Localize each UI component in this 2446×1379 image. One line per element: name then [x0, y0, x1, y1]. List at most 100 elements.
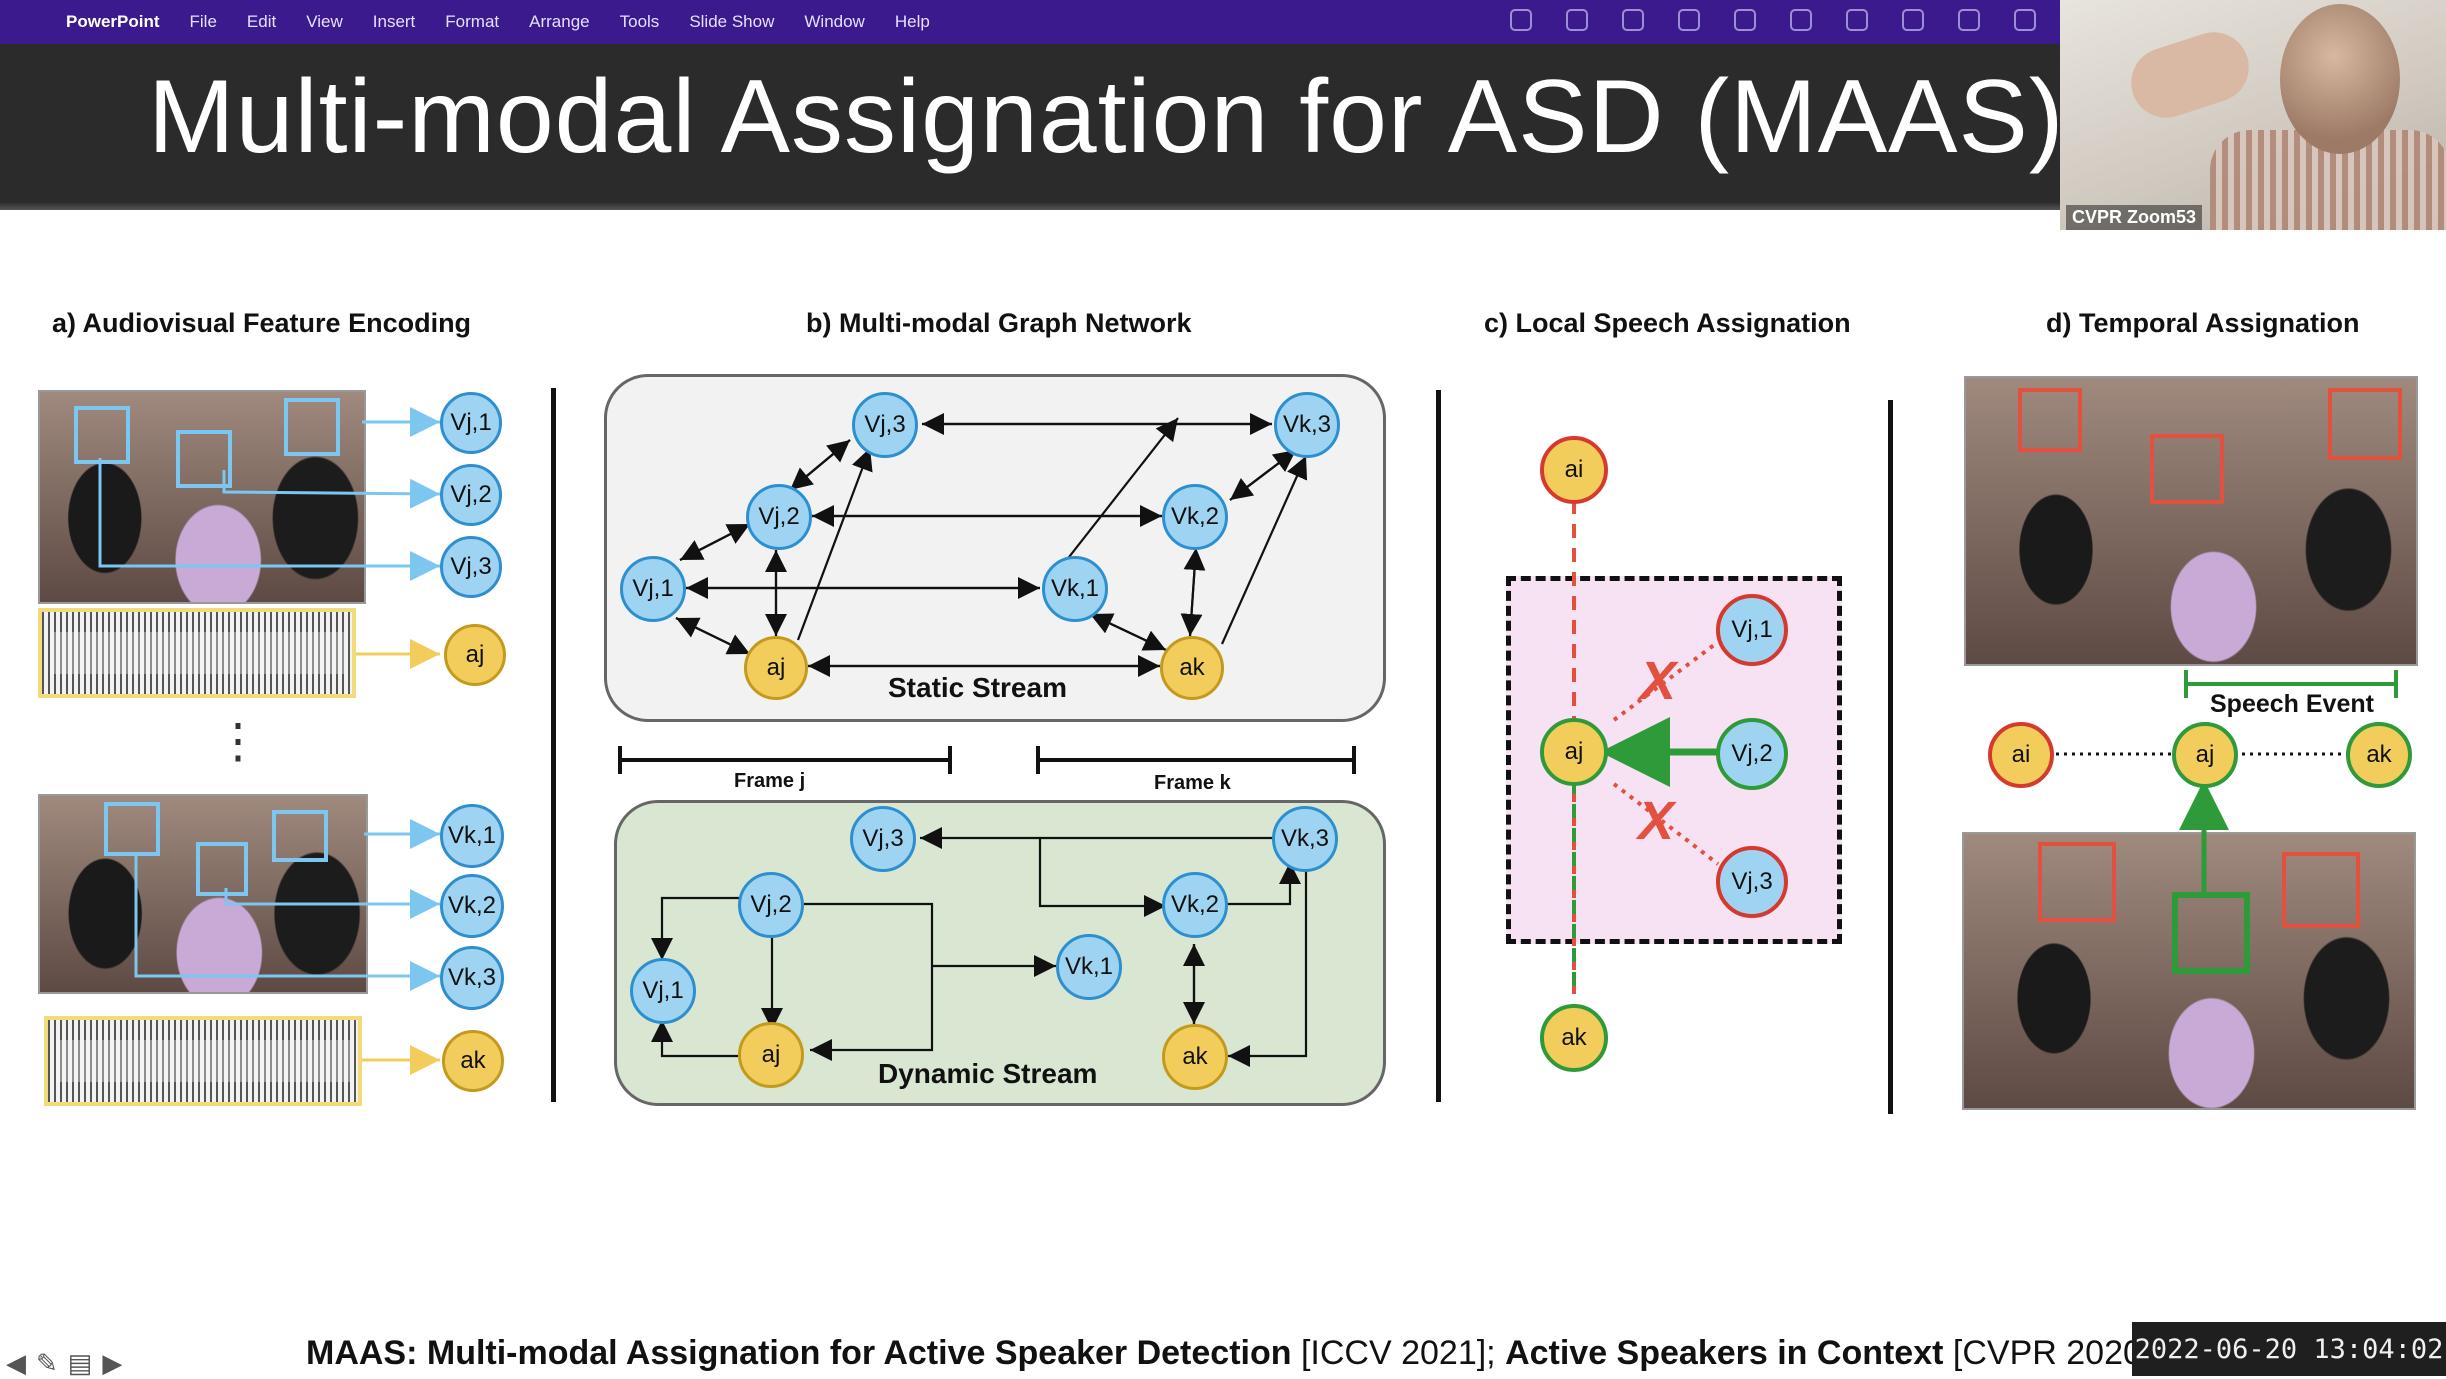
bluetooth-icon[interactable] [1958, 9, 1980, 31]
divider-ab [551, 388, 556, 1102]
participant-video[interactable]: CVPR Zoom53 [2060, 0, 2446, 230]
face-box-k1 [104, 802, 160, 856]
node-ak-dynamic: ak [1162, 1024, 1228, 1090]
ellipsis: ⋮ [214, 715, 262, 768]
node-vk1-encoding: Vk,1 [440, 804, 504, 868]
temporal-frame-bottom [1962, 832, 2416, 1110]
node-ak-encoding: ak [442, 1030, 504, 1092]
citation-venue-2: [CVPR 2020] [1943, 1334, 2152, 1372]
face-box-bottom-1 [2038, 842, 2116, 922]
slide-title: Multi-modal Assignation for ASD (MAAS) [148, 59, 2060, 175]
node-vk3-static: Vk,3 [1274, 392, 1340, 458]
battery-icon[interactable] [2014, 9, 2036, 31]
menu-insert[interactable]: Insert [372, 12, 416, 31]
node-vj1-encoding: Vj,1 [440, 392, 502, 454]
section-d-heading: d) Temporal Assignation [2046, 308, 2360, 338]
face-box-j1 [74, 406, 130, 464]
node-aj-local: aj [1540, 718, 1608, 786]
node-vj2-static: Vj,2 [746, 484, 812, 550]
weather-icon[interactable] [1566, 9, 1588, 31]
menu-tools[interactable]: Tools [619, 12, 660, 31]
speaker-head [2280, 4, 2400, 154]
divider-cd [1888, 400, 1893, 1114]
reject-mark-vj1: X [1640, 651, 1677, 711]
chat-icon[interactable] [1846, 9, 1868, 31]
node-ai-temporal: ai [1988, 722, 2054, 788]
temporal-frame-top [1964, 376, 2418, 666]
audio-waveform-j [38, 608, 356, 698]
node-aj-temporal: aj [2172, 722, 2238, 788]
audio-waveform-k [44, 1016, 362, 1106]
pen-icon[interactable]: ✎ [36, 1348, 58, 1378]
section-c-heading: c) Local Speech Assignation [1484, 308, 1851, 338]
node-ai-local: ai [1540, 436, 1608, 504]
node-vj3-local: Vj,3 [1716, 846, 1788, 918]
window-icon[interactable] [1678, 9, 1700, 31]
slides-menu-icon[interactable]: ▤ [67, 1348, 93, 1378]
node-vk3-dynamic: Vk,3 [1272, 806, 1338, 872]
node-vj1-dynamic: Vj,1 [630, 958, 696, 1024]
menu-arrange[interactable]: Arrange [529, 12, 590, 31]
frame-k-label: Frame k [1154, 772, 1231, 794]
section-a-heading: a) Audiovisual Feature Encoding [52, 308, 472, 338]
menu-slide-show[interactable]: Slide Show [689, 12, 775, 31]
citation-title-2: Active Speakers in Context [1505, 1334, 1944, 1372]
menu-file[interactable]: File [189, 12, 217, 31]
face-box-bottom-speaker [2172, 892, 2250, 974]
wechat-icon[interactable] [1734, 9, 1756, 31]
static-stream-label: Static Stream [888, 672, 1067, 703]
face-box-bottom-3 [2282, 852, 2360, 928]
node-ak-temporal: ak [2346, 722, 2412, 788]
node-vj1-static: Vj,1 [620, 556, 686, 622]
face-box-top-2 [2150, 434, 2224, 504]
reject-mark-vj3: X [1638, 791, 1675, 851]
citation-title-1: MAAS: Multi-modal Assignation for Active… [306, 1334, 1292, 1372]
face-box-k2 [196, 842, 248, 896]
node-vk2-static: Vk,2 [1162, 484, 1228, 550]
menu-window[interactable]: Window [804, 12, 865, 31]
divider-bc [1436, 390, 1441, 1102]
screenshot-icon[interactable] [1622, 9, 1644, 31]
node-vj2-local: Vj,2 [1716, 718, 1788, 790]
node-aj-encoding: aj [444, 624, 506, 686]
next-slide-icon[interactable]: ▶ [102, 1348, 123, 1378]
shield-icon[interactable] [1790, 9, 1812, 31]
face-box-top-3 [2328, 388, 2402, 460]
video-frame-k [38, 794, 368, 994]
node-vk1-dynamic: Vk,1 [1056, 934, 1122, 1000]
node-vj2-encoding: Vj,2 [440, 464, 502, 526]
face-box-j3 [284, 398, 340, 456]
menu-app-name[interactable]: PowerPoint [66, 12, 160, 31]
slide-nav-tools: ◀ ✎ ▤ ▶ [6, 1348, 122, 1379]
menu-edit[interactable]: Edit [246, 12, 277, 31]
node-ak-static: ak [1160, 636, 1224, 700]
creative-cloud-icon[interactable] [1510, 9, 1532, 31]
face-box-k3 [272, 810, 328, 862]
face-box-j2 [176, 430, 232, 488]
node-vj2-dynamic: Vj,2 [738, 872, 804, 938]
node-vj3-static: Vj,3 [852, 392, 918, 458]
citation-venue-1: [ICCV 2021]; [1291, 1334, 1506, 1372]
previous-slide-icon[interactable]: ◀ [6, 1348, 26, 1378]
node-vj3-dynamic: Vj,3 [850, 806, 916, 872]
participant-name: CVPR Zoom53 [2066, 205, 2203, 230]
menu-view[interactable]: View [306, 12, 343, 31]
face-box-top-1 [2018, 388, 2082, 452]
node-aj-dynamic: aj [738, 1022, 804, 1088]
menu-format[interactable]: Format [445, 12, 500, 31]
node-vk2-dynamic: Vk,2 [1162, 872, 1228, 938]
node-aj-static: aj [744, 636, 808, 700]
display-icon[interactable] [1902, 9, 1924, 31]
menu-help[interactable]: Help [894, 12, 930, 31]
node-vj3-encoding: Vj,3 [440, 536, 502, 598]
frame-j-label: Frame j [734, 770, 806, 792]
node-vk2-encoding: Vk,2 [440, 874, 504, 938]
slide-title-bar: Multi-modal Assignation for ASD (MAAS) [0, 44, 2060, 210]
node-vk3-encoding: Vk,3 [440, 946, 504, 1010]
citation-footer: MAAS: Multi-modal Assignation for Active… [306, 1334, 2151, 1373]
dynamic-stream-label: Dynamic Stream [878, 1058, 1098, 1089]
node-vk1-static: Vk,1 [1042, 556, 1108, 622]
temporal-scene-top [1966, 378, 2416, 664]
recording-timestamp: 2022-06-20 13:04:02 [2132, 1322, 2446, 1376]
